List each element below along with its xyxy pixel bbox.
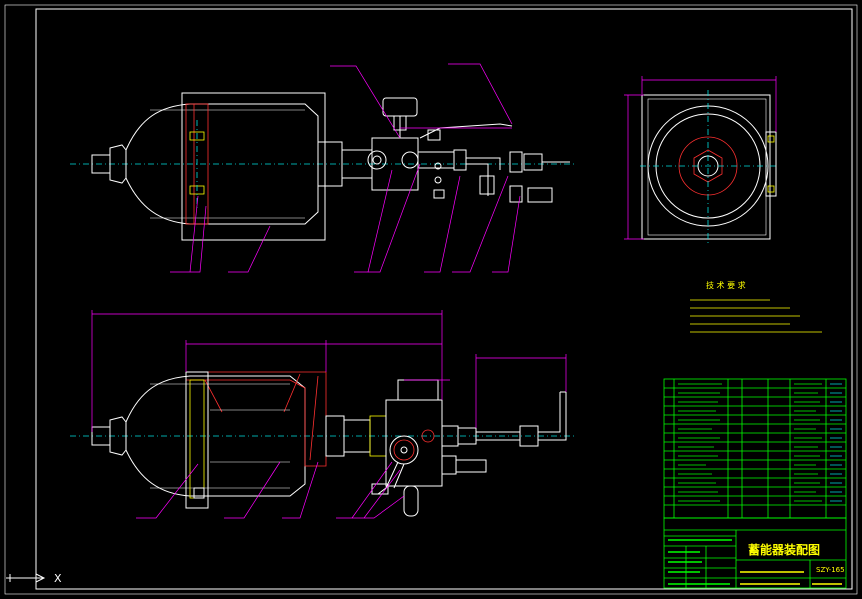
parts-list-table xyxy=(663,378,847,519)
front-view-dimensions xyxy=(91,310,567,519)
ucs-x-label: X xyxy=(54,572,62,585)
technical-requirements-notes: 技 术 要 求 xyxy=(690,280,822,333)
drawing-title: 蓄能器装配图 xyxy=(748,542,820,557)
tech-req-title: 技 术 要 求 xyxy=(706,280,746,290)
drawing-number: SZY-165 xyxy=(816,566,845,574)
title-block: 蓄能器装配图 SZY-165 xyxy=(663,517,847,589)
front-view-assembly xyxy=(70,371,575,517)
side-view-assembly xyxy=(624,76,778,246)
sheet-frame xyxy=(4,4,858,595)
top-view-leaders xyxy=(170,63,521,273)
top-view-assembly xyxy=(70,92,575,241)
ucs-icon: X xyxy=(6,572,62,585)
